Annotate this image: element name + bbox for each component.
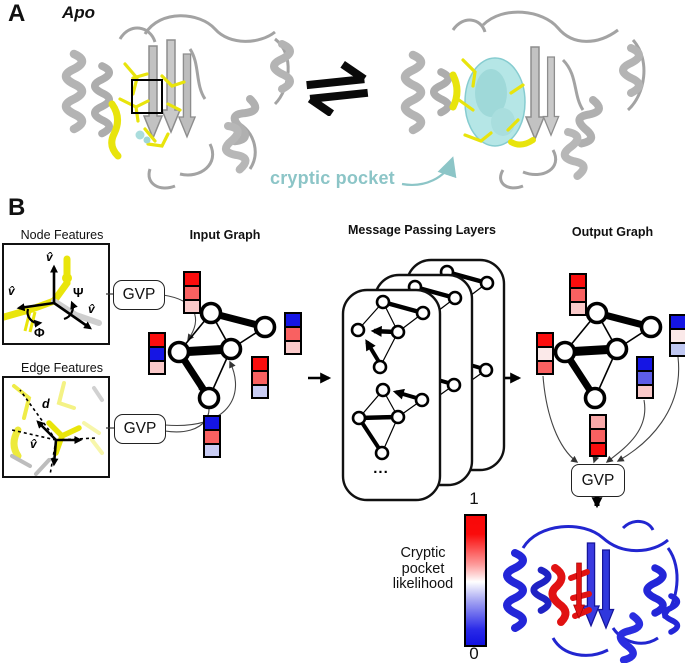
- feature-cell: [638, 385, 652, 398]
- apo-label: Apo: [62, 3, 96, 22]
- v-hat-up-label: v̂: [46, 250, 54, 264]
- feature-cell: [571, 275, 585, 287]
- node-gvp-box: GVP: [113, 280, 165, 310]
- feature-cell: [253, 385, 267, 398]
- feature-cell: [286, 341, 300, 354]
- edge-gvp-to-graph-curve-2: [164, 360, 237, 427]
- output-feature-vector-4: [636, 356, 654, 400]
- feature-cell: [253, 358, 267, 370]
- edge-features-image: d v̂: [10, 381, 104, 476]
- psi-label: Ψ: [73, 285, 84, 300]
- edge-features-box: d v̂: [2, 376, 110, 478]
- feature-cell: [150, 334, 164, 346]
- panel-a-label: A: [8, 0, 26, 27]
- gray-stick: [51, 298, 102, 326]
- feature-cell: [150, 347, 164, 360]
- small-pocket-hint: [135, 130, 145, 140]
- input-feature-vector-5: [203, 415, 221, 459]
- feature-cell: [286, 314, 300, 326]
- colorbar-axis-label: Cryptic pocket likelihood: [380, 545, 466, 593]
- feature-cell: [538, 361, 552, 374]
- red-cryptic-region: [548, 562, 592, 626]
- feature-cell: [538, 334, 552, 346]
- feature-cell: [638, 358, 652, 370]
- feature-cell: [571, 302, 585, 315]
- v-hat-left-label: v̂: [8, 284, 16, 298]
- output-graph-title: Output Graph: [571, 225, 654, 239]
- output-curve-left: [542, 375, 579, 463]
- feature-cell: [591, 416, 605, 428]
- distance-label: d: [42, 397, 50, 411]
- feature-cell: [150, 361, 164, 374]
- feature-cell: [591, 429, 605, 442]
- gray-cartoon: [66, 14, 290, 190]
- input-feature-vector-2: [148, 332, 166, 376]
- atom-knob: [62, 273, 72, 283]
- node-features-image: v̂ v̂ v̂ Φ Ψ: [4, 250, 102, 340]
- feature-cell: [671, 316, 685, 328]
- feature-cell: [205, 430, 219, 443]
- output-feature-vector-2: [536, 332, 554, 376]
- colorbar-label-line-1: Cryptic: [400, 545, 446, 561]
- input-feature-vector-1: [183, 271, 201, 315]
- output-feature-vector-1: [569, 273, 587, 317]
- feature-cell: [671, 329, 685, 342]
- feature-cell: [253, 371, 267, 384]
- faded-sticks: [10, 381, 104, 460]
- edge-gvp-box: GVP: [114, 414, 166, 444]
- likelihood-colorbar: [464, 514, 487, 647]
- input-feature-vector-4: [251, 356, 269, 400]
- colorbar-label-line-2: pocket: [401, 560, 445, 577]
- input-graph-title: Input Graph: [189, 228, 261, 242]
- yellow-residues: [449, 58, 536, 148]
- v-hat-right-label: v̂: [88, 302, 96, 316]
- small-pocket-hint-2: [143, 136, 151, 144]
- cryptic-pocket-surface: [464, 57, 526, 147]
- zoom-box-outline: [131, 79, 163, 114]
- feature-cell: [185, 300, 199, 313]
- apo-protein-closed-image: [50, 14, 306, 190]
- cryptic-pocket-arrow-icon: [401, 156, 457, 186]
- feature-cell: [591, 443, 605, 456]
- input-feature-vector-3: [284, 312, 302, 356]
- feature-cell: [205, 417, 219, 429]
- node-features-title: Node Features: [20, 228, 104, 242]
- gray-sticks: [10, 386, 104, 476]
- message-passing-title: Message Passing Layers: [348, 223, 496, 237]
- vector-arrows: [36, 420, 83, 467]
- equilibrium-arrows-icon: [306, 60, 369, 116]
- edge-features-title: Edge Features: [21, 361, 103, 375]
- panel-b-label: B: [8, 194, 26, 221]
- output-gvp-box: GVP: [571, 464, 625, 497]
- colorbar-min-label: 0: [469, 644, 479, 663]
- feature-cell: [671, 343, 685, 356]
- vector-arrows: [16, 264, 92, 330]
- colorbar-max-label: 1: [469, 489, 479, 508]
- feature-cell: [205, 444, 219, 457]
- cryptic-pocket-label: cryptic pocket: [270, 168, 395, 188]
- output-feature-vector-5: [589, 414, 607, 458]
- feature-cell: [185, 273, 199, 285]
- feature-cell: [286, 327, 300, 340]
- output-feature-vector-3: [669, 314, 685, 358]
- output-curve-mid: [605, 399, 646, 463]
- output-curve-right: [616, 356, 680, 462]
- blue-cartoon: [507, 520, 677, 661]
- gray-cartoon: [405, 10, 646, 190]
- prediction-protein-image: [493, 520, 685, 663]
- feature-cell: [538, 347, 552, 360]
- feature-cell: [638, 371, 652, 384]
- phi-label: Φ: [34, 325, 45, 340]
- network-diagram: ...: [106, 258, 680, 509]
- v-hat-label: v̂: [30, 437, 38, 451]
- apo-protein-open-image: [383, 10, 646, 190]
- feature-cell: [571, 288, 585, 301]
- colorbar-label-line-3: likelihood: [392, 576, 454, 592]
- yellow-residues: [108, 62, 186, 160]
- feature-cell: [185, 286, 199, 299]
